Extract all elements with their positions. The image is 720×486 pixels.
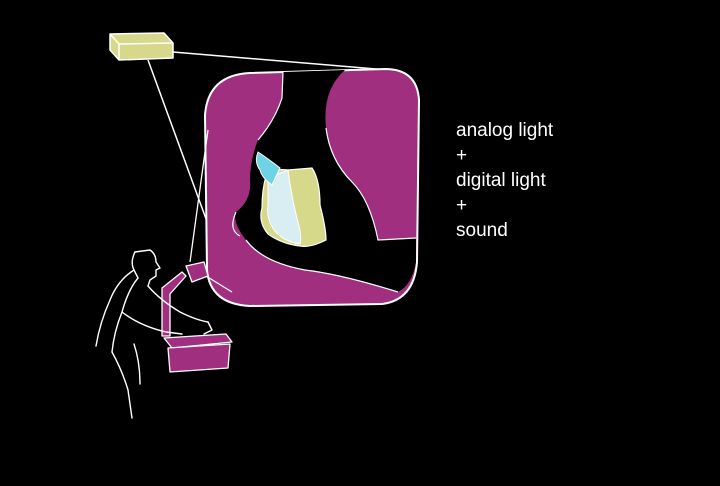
caption-line-plus-1: +	[456, 145, 468, 166]
caption-text: analog light + digital light + sound	[456, 118, 553, 243]
caption-line-analog-light: analog light	[456, 120, 554, 141]
digital-projector-icon	[109, 32, 174, 61]
pale-blue-light-shape	[267, 169, 302, 245]
performer-silhouette-icon	[95, 249, 213, 419]
caption-line-digital-light: digital light	[456, 170, 546, 191]
projection-screen-icon	[203, 67, 421, 308]
caption-line-plus-2: +	[456, 195, 468, 216]
cyan-light-shape	[255, 151, 281, 186]
overhead-projector-beam	[189, 129, 233, 293]
overhead-projector-icon	[161, 261, 233, 373]
caption-line-sound: sound	[456, 220, 508, 241]
